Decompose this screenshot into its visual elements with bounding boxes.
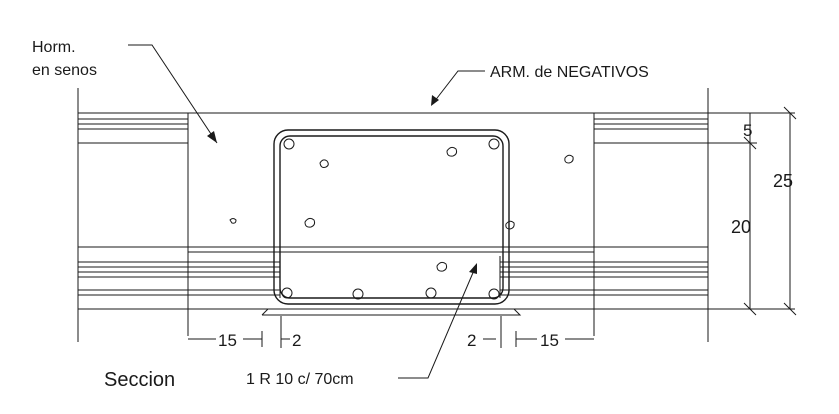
arrowhead-icon [431,95,439,106]
horm-label-line2: en senos [32,62,97,79]
dim-2-left: 2 [292,331,301,350]
arrowhead-icon [469,263,477,274]
aggregate-marks [229,146,574,272]
label-arm-negativos: ARM. de NEGATIVOS [431,64,649,106]
slab-wings [77,88,709,342]
dimension-right: 5 25 20 [708,106,797,316]
dim-5: 5 [743,121,752,140]
dim-15-left: 15 [218,331,237,350]
dimension-bottom: 15 2 2 15 [188,316,594,350]
dim-25: 25 [773,171,793,191]
dim-20: 20 [731,217,751,237]
dim-2-right: 2 [467,331,476,350]
label-rebar: 1 R 10 c/ 70cm [246,263,477,388]
rebar-note-label: 1 R 10 c/ 70cm [246,371,354,388]
rebar-circles [281,138,500,300]
arrowhead-icon [207,131,217,143]
horm-label-line1: Horm. [32,39,76,56]
arm-negativos-label: ARM. de NEGATIVOS [490,64,649,81]
dim-15-right: 15 [540,331,559,350]
seccion-title: Seccion [104,369,175,391]
beam-stirrup [273,129,510,305]
label-horm: Horm. en senos [32,39,218,144]
beam-base-plate [261,308,522,316]
